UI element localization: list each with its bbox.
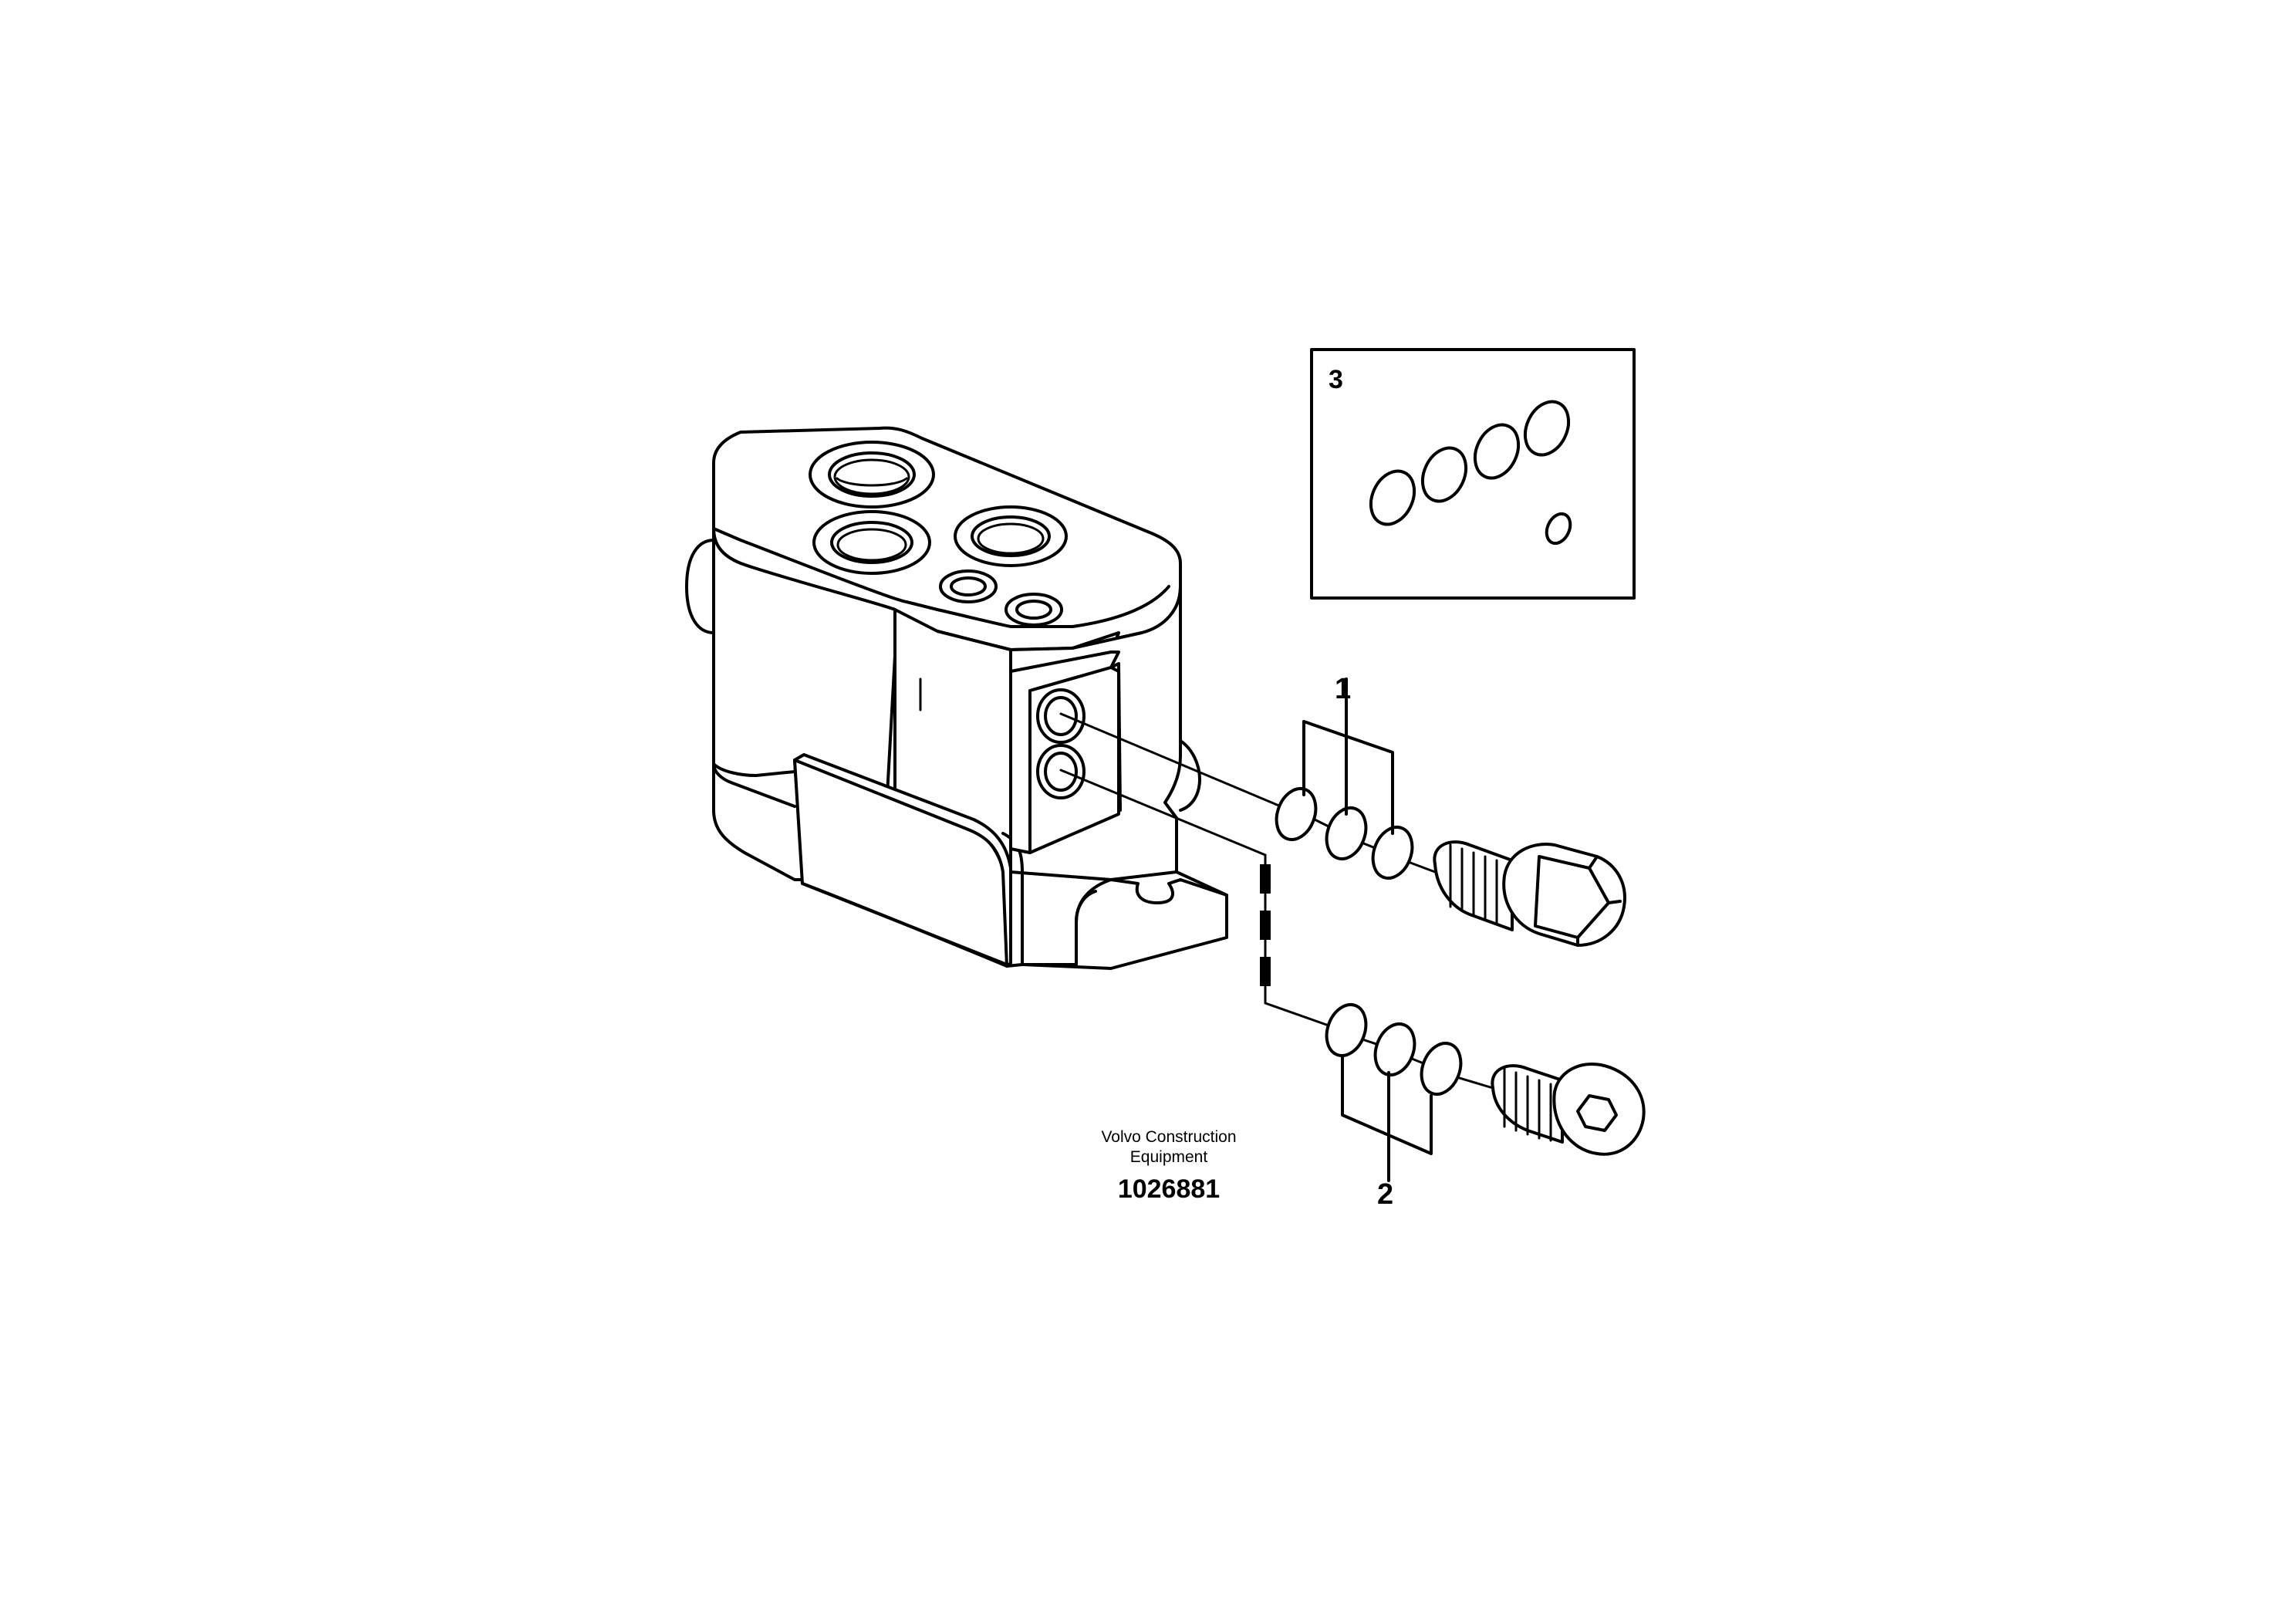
kit-oring-3: [1473, 423, 1521, 480]
item3-seal-kit-box: [1310, 348, 1636, 600]
callout-3: 3: [1329, 365, 1343, 394]
kit-oring-2: [1420, 446, 1468, 503]
item2-seal-a: [1325, 1003, 1368, 1057]
item1-hex-plug: [1433, 840, 1626, 947]
top-port-large-1: [809, 441, 935, 509]
caption-line2: Equipment: [1130, 1148, 1208, 1166]
item2-seal-set: [1325, 1003, 1463, 1182]
front-port-upper: [1036, 688, 1086, 744]
callout-1: 1: [1335, 673, 1351, 705]
item2-socket-plug: [1491, 1063, 1646, 1156]
kit-oring-4: [1523, 400, 1571, 457]
item1-seal-b: [1325, 806, 1368, 860]
callout-2: 2: [1377, 1178, 1393, 1211]
caption-line1: Volvo Construction: [1101, 1128, 1236, 1146]
drawing-number: 1026881: [1118, 1174, 1220, 1204]
item2-seal-c: [1420, 1042, 1463, 1096]
top-port-small-2: [1004, 593, 1063, 627]
valve-housing: [685, 426, 1228, 970]
kit-oring-1: [1369, 469, 1416, 526]
front-port-lower: [1036, 744, 1086, 799]
item1-seal-set: [1275, 678, 1414, 880]
kit-oring-5: [1545, 512, 1572, 546]
item1-bracket: [1302, 720, 1394, 835]
item1-seal-a: [1275, 787, 1318, 841]
item1-seal-c: [1371, 826, 1414, 880]
item2-bracket: [1341, 1056, 1433, 1155]
item2-seal-b: [1373, 1022, 1416, 1076]
top-port-large-2: [812, 510, 931, 575]
top-port-large-3: [954, 505, 1068, 567]
top-port-small-1: [939, 569, 998, 603]
